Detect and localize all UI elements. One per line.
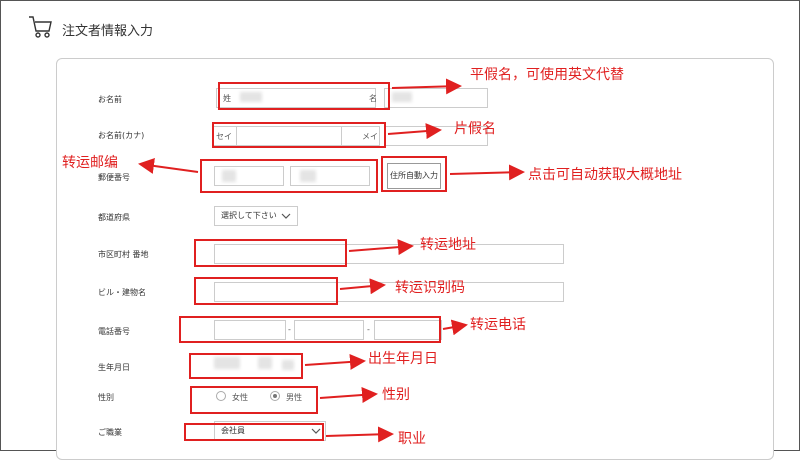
last-name-prefix: 姓 [223,94,231,103]
phone-second-input[interactable] [294,320,364,340]
kana-last-prefix: セイ [216,132,232,141]
postal-label: 郵便番号 [98,173,130,182]
gender-arrow [319,387,378,403]
city-arrow [348,239,414,256]
postal-arrow [138,157,199,174]
phone-arrow [442,319,468,336]
birthday-day-redacted[interactable] [282,360,294,370]
postal-note: 转运邮编 [62,155,118,171]
occupation-note: 职业 [398,431,426,447]
prefecture-selected: 選択して下さい [221,211,277,220]
kana-first-prefix: メイ [362,132,378,141]
gender-male-label: 男性 [286,393,302,402]
kana-last-field[interactable] [236,126,342,146]
phone-label: 電話番号 [98,327,130,336]
cart-icon [29,16,52,38]
phone-third-input[interactable] [374,320,442,340]
chevron-down-icon [311,428,321,434]
city-input[interactable] [214,244,564,264]
building-arrow [339,278,386,295]
kana-arrow [387,123,442,140]
building-note: 转运识别码 [395,280,465,296]
name-label: お名前 [98,95,122,104]
postal-first-redacted [222,170,236,182]
birthday-month-redacted[interactable] [258,357,272,369]
chevron-down-icon [281,213,291,219]
autofill-highlight-box [381,156,447,192]
kana-note: 片假名 [454,121,496,137]
name-note: 平假名，可使用英文代替 [470,67,624,83]
gender-male-radio[interactable] [270,391,280,401]
occupation-label: ご職業 [98,428,122,437]
gender-label: 性別 [98,393,114,402]
birthday-highlight-box [189,353,303,379]
building-input[interactable] [214,282,564,302]
birthday-label: 生年月日 [98,363,130,372]
phone-note: 转运电话 [470,317,526,333]
building-label: ビル・建物名 [98,288,146,297]
name-highlight-box [218,82,390,110]
occupation-arrow [325,426,394,443]
address-autofill-button[interactable]: 住所自動入力 [387,163,441,189]
phone-separator-2: - [367,325,370,334]
first-name-prefix: 名 [369,94,377,103]
prefecture-select[interactable]: 選択して下さい [214,206,298,226]
gender-note: 性别 [382,387,410,403]
gender-female-radio[interactable] [216,391,226,401]
autofill-note: 点击可自动获取大概地址 [528,167,682,183]
phone-first-input[interactable] [214,320,286,340]
prefecture-label: 都道府県 [98,213,130,222]
postal-highlight-box [200,159,378,193]
occupation-selected: 会社員 [221,426,245,435]
birthday-arrow [304,353,366,370]
city-highlight-box [194,239,347,267]
gender-highlight-box [190,386,318,414]
phone-highlight-box [179,316,441,343]
gender-female-label: 女性 [232,393,248,402]
first-name-redacted [392,92,412,102]
name-arrow [391,78,462,95]
last-name-redacted [240,92,262,102]
autofill-arrow [449,164,525,181]
page-title: 注文者情報入力 [62,24,154,39]
city-label: 市区町村 番地 [98,250,149,259]
building-highlight-box [194,277,338,305]
phone-separator-1: - [288,325,291,334]
city-note: 转运地址 [420,237,476,253]
occupation-highlight-box [184,423,324,441]
kana-label: お名前(カナ) [98,131,145,140]
birthday-year-redacted[interactable] [214,357,240,369]
kana-highlight-box [212,122,386,148]
postal-second-redacted [300,170,316,182]
birthday-note: 出生年月日 [368,351,438,367]
